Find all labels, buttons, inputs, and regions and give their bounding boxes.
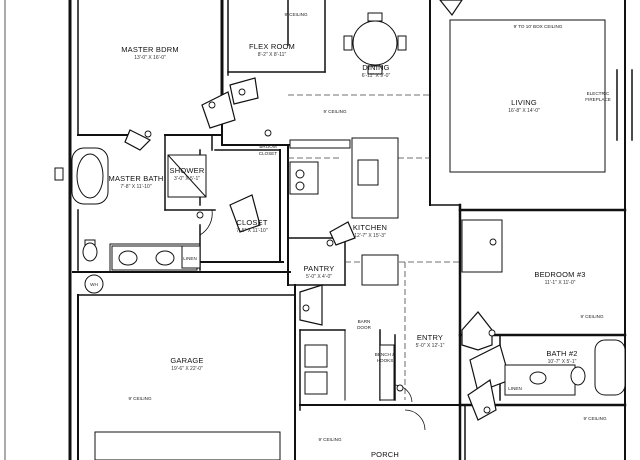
plan-notes: 9' CEILING 9' TO 10' BOX CEILING 9' CEIL… [90,12,611,442]
room-name-living: LIVING [511,98,537,107]
room-labels: MASTER BDRM 13'-0" X 16'-0" FLEX ROOM 8'… [109,42,586,459]
box-ceiling-outline [449,19,606,173]
room-name-flex-room: FLEX ROOM [249,42,295,51]
dining-chair [367,65,383,75]
dining-chair [343,35,353,51]
note-ceiling-bath2: 9' CEILING [583,416,607,421]
room-name-entry: ENTRY [417,333,443,342]
dryer [304,371,328,395]
note-barn-1: BARN [358,319,371,324]
room-name-pantry: PANTRY [304,264,335,273]
room-name-dining: DINING [362,63,389,72]
fridge [361,254,399,286]
dining-chair [397,35,407,51]
room-name-porch: PORCH [371,450,399,459]
room-name-garage: GARAGE [170,356,203,365]
room-dims-flex-room: 8'-2" X 8'-11" [258,52,287,58]
room-dims-master-bdrm: 13'-0" X 16'-0" [134,55,166,61]
note-ceiling-bed3: 9' CEILING [580,314,604,319]
washer [304,344,328,368]
room-name-kitchen: KITCHEN [353,223,387,232]
note-barn-2: DOOR [357,325,371,330]
room-name-bedroom3: BEDROOM #3 [534,270,585,279]
bath2-tub [594,339,626,396]
room-dims-kitchen: 12'-7" X 15'-3" [354,233,386,239]
bed3-closet [461,219,503,273]
range [289,161,319,195]
doors [124,0,511,421]
room-dims-bath2: 10'-7" X 5'-1" [548,359,577,365]
room-dims-bedroom3: 11'-1" X 11'-0" [545,280,576,286]
island-sink [357,159,379,186]
room-dims-living: 16'-8" X 14'-0" [508,108,540,114]
door-swings [199,209,426,431]
counter [289,139,351,149]
dining-table [352,20,398,66]
room-name-closet: CLOSET [236,218,267,227]
bench [379,344,395,401]
room-dims-entry: 5'-0" X 12'-1" [416,343,445,349]
note-ceiling-garage: 9' CEILING [128,396,152,401]
room-name-shower: SHOWER [170,166,205,175]
room-name-master-bath: MASTER BATH [109,174,164,183]
note-electric-2: FIREPLACE [585,97,611,102]
note-bench-1: BENCH & [375,352,395,357]
light-markers [144,88,497,414]
bath2-toilet [570,366,586,386]
note-box-ceiling: 9' TO 10' BOX CEILING [514,24,563,29]
room-dims-shower: 3'-0" X 5'-1" [174,176,200,182]
room-name-master-bdrm: MASTER BDRM [121,45,179,54]
fixtures [54,12,626,460]
room-dims-garage: 19'-6" X 22'-0" [171,366,203,372]
dining-chair [367,12,383,22]
note-ceiling-hall: 9' CEILING [323,109,347,114]
room-name-bath2: BATH #2 [546,349,577,358]
linen-master [181,245,201,269]
note-wh: WH [90,282,98,287]
note-electric-1: ELECTRIC [587,91,610,96]
note-linen-master: LINEN [183,256,197,261]
note-broom-1: BROOM [259,144,277,149]
garage-window [54,167,64,181]
note-ceiling-porch: 9' CEILING [318,437,342,442]
toilet-bowl [82,242,98,262]
garage-step [94,431,281,460]
note-ceiling-flex: 9' CEILING [284,12,308,17]
water-heater [84,274,104,294]
note-bench-2: HOOKS [377,358,394,363]
note-linen-bath2: LINEN [508,386,522,391]
room-dims-dining: 6'-11" X 9'-0" [362,73,391,79]
room-dims-pantry: 5'-0" X 4'-0" [306,274,332,280]
room-dims-closet: 7'-5" X 11'-10" [236,228,267,234]
note-broom-2: CLOSET [259,151,278,156]
room-dims-master-bath: 7'-8" X 11'-10" [120,184,151,190]
